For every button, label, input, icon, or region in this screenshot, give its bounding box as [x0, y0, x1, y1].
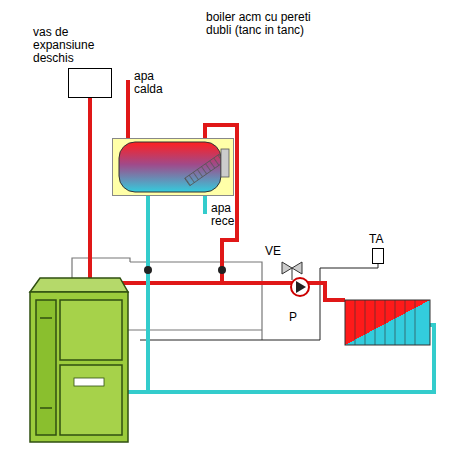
pump-label: P [289, 311, 309, 324]
room-thermostat: TA [372, 248, 384, 264]
node-caption: vas de expansiune deschis [33, 26, 113, 65]
node-caption: boiler acm cu pereti dubli (tanc in tanc… [206, 11, 331, 37]
dhw-tank: boiler acm cu pereti dubli (tanc in tanc… [112, 138, 234, 196]
radiator [345, 300, 430, 345]
expansion-vessel: vas de expansiune deschis [68, 68, 112, 98]
node-caption: TA [369, 233, 399, 246]
supply-pipes [90, 80, 345, 300]
valve-label: VE [265, 245, 295, 258]
inner-tank [113, 139, 233, 195]
hot-water-label: apa calda [134, 70, 170, 96]
solid-fuel-boiler [30, 278, 128, 442]
return-pipes [112, 196, 434, 392]
cold-water-label: apa rece [211, 202, 247, 228]
pump-symbol [291, 278, 309, 296]
shutoff-valves [144, 266, 226, 274]
